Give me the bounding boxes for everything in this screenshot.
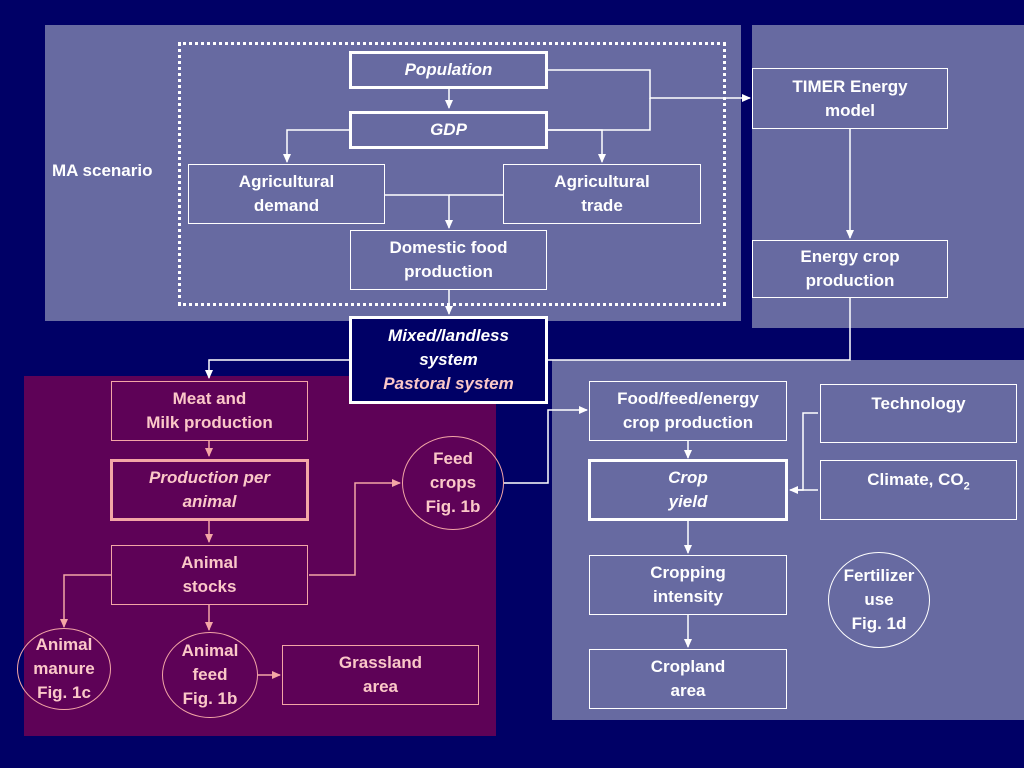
- production-line2: animal: [182, 492, 237, 511]
- animal-feed-line1: Animal: [181, 641, 239, 660]
- arrow-stocks-manure: [60, 574, 111, 628]
- stocks-line2: stocks: [182, 577, 237, 596]
- arrow-gdp-demand: [283, 129, 349, 163]
- meat-milk-line2: Milk production: [146, 413, 273, 432]
- production-per-animal-box: Production per animal: [110, 459, 309, 521]
- grassland-box: Grassland area: [282, 645, 479, 705]
- pastoral-label: Pastoral system: [383, 374, 514, 393]
- mixed-line2: system: [419, 350, 478, 369]
- arrow-energycrop-merge: [548, 298, 851, 361]
- ma-scenario-label: MA scenario: [52, 161, 153, 180]
- arrow-mixed-meat: [205, 359, 350, 379]
- arrow-demand-domestic: [385, 194, 453, 229]
- arrow-gdp-trade: [548, 129, 606, 163]
- ma-scenario-panel: [45, 25, 741, 321]
- arrow-feedcrops-food: [504, 406, 588, 484]
- timer-line2: model: [824, 100, 876, 120]
- manure-line2: manure: [33, 659, 95, 678]
- cropping-intensity-box: Cropping intensity: [589, 555, 787, 615]
- agricultural-trade-box: Agricultural trade: [503, 164, 701, 224]
- food-feed-energy-box: Food/feed/energy crop production: [589, 381, 787, 441]
- cropland-line2: area: [670, 681, 706, 700]
- scenario-dotted-frame: [178, 42, 726, 306]
- feed-crops-line3: Fig. 1b: [425, 497, 481, 516]
- grassland-line1: Grassland: [338, 653, 423, 672]
- food-feed-line1: Food/feed/energy: [617, 389, 759, 408]
- meat-milk-line1: Meat and: [172, 389, 247, 408]
- arrow-stocks-feedcrops: [309, 479, 401, 576]
- gdp-label: GDP: [430, 120, 467, 139]
- crop-yield-line1: Crop: [668, 468, 708, 487]
- manure-line3: Fig. 1c: [37, 683, 91, 702]
- crop-panel: [552, 360, 1024, 720]
- ag-demand-line1: Agricultural: [238, 172, 335, 191]
- domestic-food-line2: production: [404, 262, 493, 281]
- energy-crop-box: Energy crop production: [752, 240, 948, 298]
- feed-crops-line1: Feed: [433, 449, 473, 468]
- timer-energy-box: TIMER Energy model: [752, 68, 948, 129]
- technology-box: Technology: [820, 384, 1017, 443]
- energy-crop-line2: production: [805, 271, 895, 290]
- energy-panel: [752, 25, 1024, 328]
- population-box: Population: [349, 51, 548, 89]
- intensity-line1: Cropping: [650, 563, 726, 582]
- cropland-box: Cropland area: [589, 649, 787, 709]
- animal-feed-line3: Fig. 1b: [182, 689, 238, 708]
- fertilizer-line3: Fig. 1d: [851, 614, 907, 633]
- intensity-line2: intensity: [653, 587, 723, 606]
- arrow-tech-yield: [789, 412, 818, 494]
- climate-co2-box: Climate, CO2: [820, 460, 1017, 520]
- mixed-pastoral-box: Mixed/landless system Pastoral system: [349, 316, 548, 404]
- climate-subscript: 2: [963, 480, 970, 493]
- grassland-line2: area: [363, 677, 398, 696]
- food-feed-line2: crop production: [622, 413, 754, 432]
- energy-crop-line1: Energy crop: [800, 247, 900, 266]
- manure-line1: Animal: [35, 635, 93, 654]
- agricultural-demand-box: Agricultural demand: [188, 164, 385, 224]
- arrow-population-timer: [548, 69, 751, 102]
- ag-trade-line1: Agricultural: [554, 172, 650, 191]
- technology-label: Technology: [871, 394, 966, 413]
- animal-feed-line2: feed: [192, 665, 228, 684]
- cropland-line1: Cropland: [650, 657, 726, 676]
- crop-yield-line2: yield: [668, 492, 708, 511]
- fertilizer-line1: Fertilizer: [843, 566, 915, 585]
- gdp-box: GDP: [349, 111, 548, 149]
- domestic-food-box: Domestic food production: [350, 230, 547, 290]
- population-label: Population: [404, 60, 493, 79]
- climate-label: Climate, CO: [867, 470, 964, 489]
- domestic-food-line1: Domestic food: [389, 238, 508, 257]
- production-line1: Production per: [149, 468, 270, 487]
- stocks-line1: Animal: [181, 553, 238, 572]
- ag-demand-line2: demand: [253, 196, 320, 215]
- crop-yield-box: Crop yield: [588, 459, 788, 521]
- mixed-line1: Mixed/landless: [388, 326, 509, 345]
- fertilizer-line2: use: [864, 590, 894, 609]
- timer-line1: TIMER Energy: [792, 76, 908, 96]
- animal-stocks-box: Animal stocks: [111, 545, 308, 605]
- ag-trade-line2: trade: [581, 196, 623, 215]
- arrow-gdp-timer: [548, 98, 651, 131]
- feed-crops-line2: crops: [429, 473, 477, 492]
